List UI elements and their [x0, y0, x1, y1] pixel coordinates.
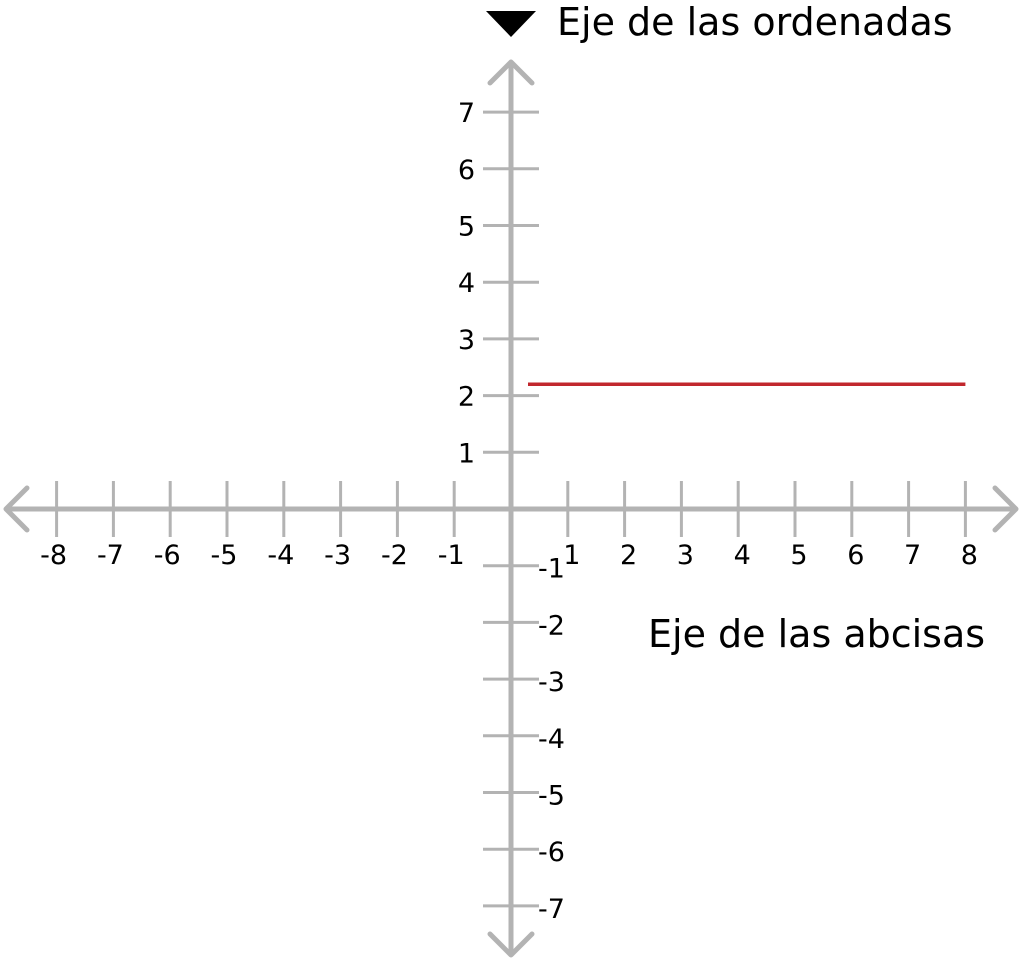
y-tick-label: 2 — [458, 382, 475, 413]
x-axis-left-arrow — [3, 485, 30, 533]
y-axis — [487, 59, 535, 958]
y-axis-top-arrow — [487, 59, 535, 86]
x-ticks: -8 -7 -6 -5 -4 -3 -2 -1 1 2 3 4 5 6 7 8 — [40, 481, 978, 571]
x-tick-label: 1 — [563, 540, 580, 571]
y-tick-label: -2 — [538, 610, 565, 641]
y-tick-label: -5 — [538, 781, 565, 812]
y-tick-label: -4 — [538, 724, 565, 755]
x-tick-label: 6 — [847, 540, 864, 571]
x-tick-label: -5 — [211, 540, 238, 571]
x-tick-label: 7 — [904, 540, 921, 571]
y-tick-label: 4 — [458, 268, 475, 299]
y-tick-label: 3 — [458, 325, 475, 356]
y-tick-label: -7 — [538, 894, 565, 925]
x-tick-label: -2 — [381, 540, 408, 571]
x-tick-label: 4 — [734, 540, 751, 571]
x-tick-label: -7 — [97, 540, 124, 571]
x-tick-label: -3 — [324, 540, 351, 571]
x-tick-label: -8 — [40, 540, 67, 571]
y-tick-label: -1 — [538, 554, 565, 585]
y-tick-label: -6 — [538, 837, 565, 868]
y-axis-bottom-arrow — [487, 931, 535, 958]
y-tick-label: 5 — [458, 212, 475, 243]
y-tick-label: 1 — [458, 438, 475, 469]
y-ticks: 7 6 5 4 3 2 1 -1 -2 -3 -4 -5 -6 -7 — [458, 98, 565, 925]
y-tick-label: 7 — [458, 98, 475, 129]
ylabel-marker-icon — [486, 11, 536, 37]
x-tick-label: 8 — [961, 540, 978, 571]
x-tick-label: -1 — [438, 540, 465, 571]
x-tick-label: 5 — [790, 540, 807, 571]
x-tick-label: 2 — [620, 540, 637, 571]
y-tick-label: 6 — [458, 155, 475, 186]
y-tick-label: -3 — [538, 667, 565, 698]
y-axis-title: Eje de las ordenadas — [557, 0, 953, 44]
x-axis-title: Eje de las abcisas — [648, 612, 985, 656]
x-tick-label: -4 — [267, 540, 294, 571]
x-tick-label: 3 — [677, 540, 694, 571]
x-tick-label: -6 — [154, 540, 181, 571]
x-axis-right-arrow — [992, 485, 1019, 533]
